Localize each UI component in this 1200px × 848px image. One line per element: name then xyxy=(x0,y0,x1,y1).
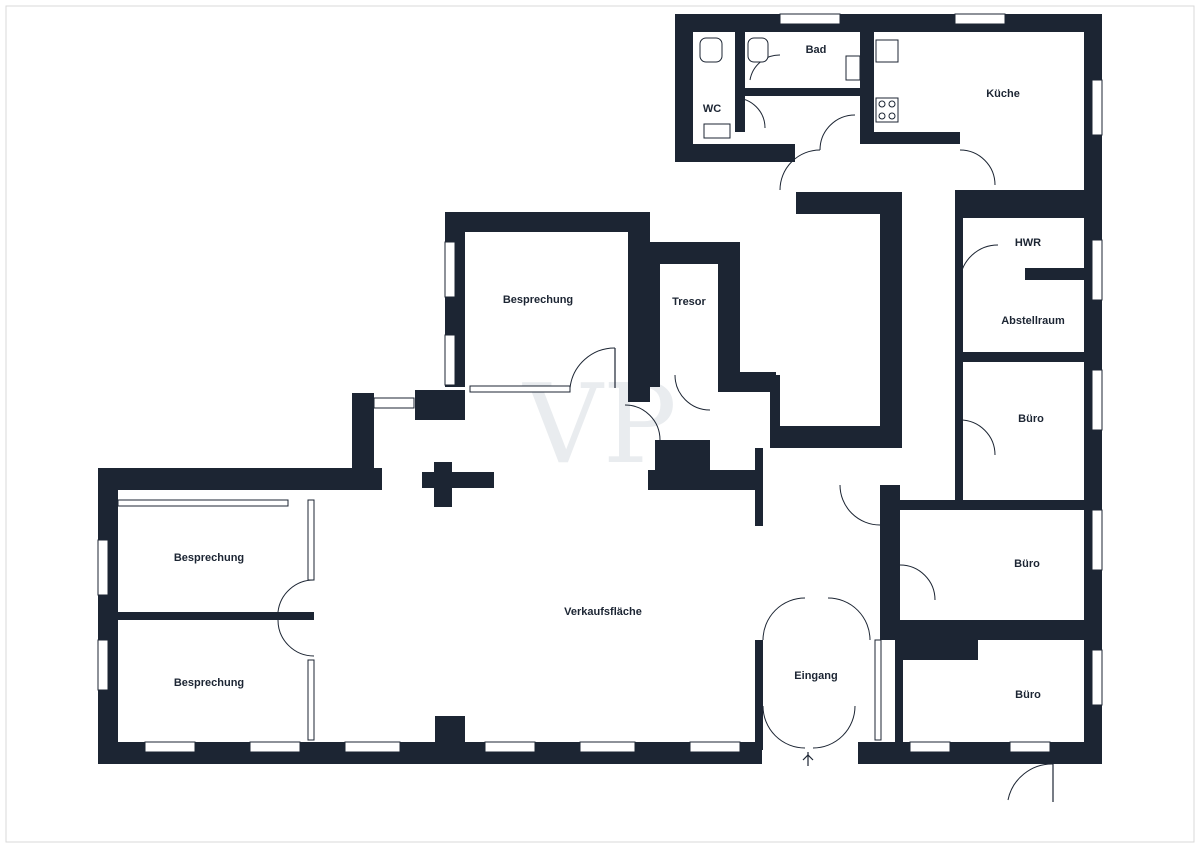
room-label-bad: Bad xyxy=(806,44,827,56)
room-label-verkaufsflaeche: Verkaufsfläche xyxy=(564,606,642,618)
room-label-eingang: Eingang xyxy=(794,670,837,682)
room-label-buero-1: Büro xyxy=(1018,413,1044,425)
doors xyxy=(277,54,1054,802)
windows xyxy=(97,13,1103,753)
sink-icon xyxy=(703,123,731,139)
room-label-buero-3: Büro xyxy=(1015,689,1041,701)
sink-icon xyxy=(845,55,861,81)
room-label-abstellraum: Abstellraum xyxy=(1001,315,1065,327)
room-label-tresor: Tresor xyxy=(672,296,706,308)
page-frame xyxy=(5,5,1195,843)
sanitary-fixtures xyxy=(699,37,899,139)
room-label-kueche: Küche xyxy=(986,88,1020,100)
room-labels: Bad WC Küche HWR Abstellraum Besprechung… xyxy=(174,44,1065,701)
room-label-hwr: HWR xyxy=(1015,237,1041,249)
toilet-icon xyxy=(699,37,723,63)
room-label-wc: WC xyxy=(703,103,721,115)
sink-icon xyxy=(875,39,899,63)
room-label-besprechung-left-1: Besprechung xyxy=(174,552,244,564)
room-label-besprechung-left-2: Besprechung xyxy=(174,677,244,689)
stove-icon xyxy=(875,97,899,123)
room-label-buero-2: Büro xyxy=(1014,558,1040,570)
toilet-icon xyxy=(747,37,769,63)
room-label-besprechung-top: Besprechung xyxy=(503,294,573,306)
